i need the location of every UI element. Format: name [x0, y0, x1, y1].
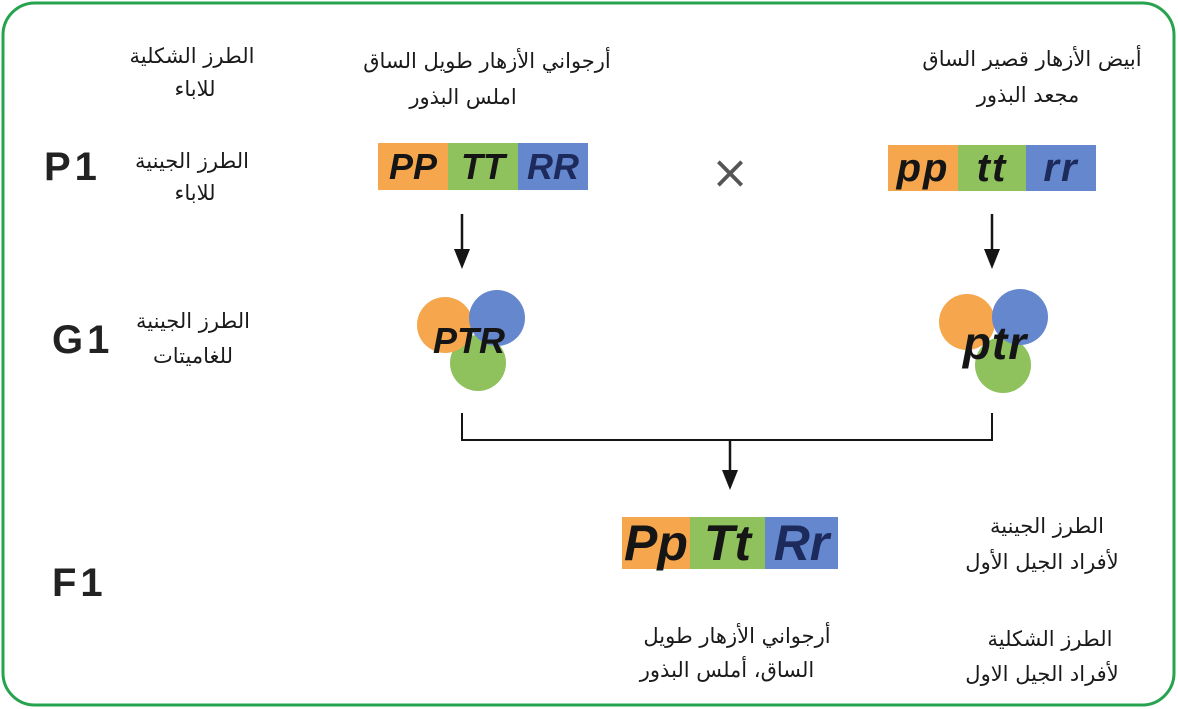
parents-phenotype-label: للاباء [174, 77, 216, 101]
parent1-down-arrow [454, 214, 470, 269]
parent1-phenotype: املس البذور [409, 85, 517, 109]
allele-pair: tt [958, 145, 1026, 191]
f1-genotype-label: الطرز الجينية [990, 514, 1104, 538]
allele-pair: rr [1026, 145, 1096, 191]
allele-pair: TT [448, 143, 518, 190]
arrow-head [722, 470, 738, 490]
gamete-green-circle [975, 337, 1031, 393]
parent2-phenotype: أبيض الأزهار قصير الساق [922, 47, 1142, 71]
f1-genotype-label: لأفراد الجيل الأول [965, 550, 1119, 574]
parent1-genotype-bar: PP TT RR [378, 143, 588, 190]
f1-phenotype: الساق، أملس البذور [639, 658, 815, 682]
f1-phenotype-label: الطرز الشكلية [987, 627, 1113, 651]
allele-pair: pp [888, 145, 958, 191]
parent2-phenotype: مجعد البذور [976, 83, 1080, 107]
parent1-gamete-circles [417, 290, 525, 391]
gametes-genotype-label: الطرز الجينية [136, 309, 250, 333]
arrow-head [454, 249, 470, 269]
parents-phenotype-label: الطرز الشكلية [129, 44, 255, 68]
arrow-head [984, 249, 1000, 269]
allele-pair: PP [378, 143, 448, 190]
f1-phenotype: أرجواني الأزهار طويل [643, 624, 831, 648]
f1-genotype-bar: Pp Tt Rr [622, 517, 838, 569]
cross-symbol: × [710, 145, 750, 199]
parent1-phenotype: أرجواني الأزهار طويل الساق [363, 49, 611, 73]
allele-pair: RR [518, 143, 588, 190]
parent1-gamete-label: PTR [433, 320, 505, 361]
parents-genotype-label: الطرز الجينية [135, 149, 249, 173]
generation-label-g1: G1 [52, 318, 114, 362]
parents-genotype-label: للاباء [174, 181, 216, 205]
parent2-gamete-label: ptr [962, 317, 1028, 369]
f1-down-arrow [722, 440, 738, 490]
allele-pair: Rr [765, 517, 838, 569]
generation-label-f1: F1 [52, 561, 107, 605]
gametes-join-bracket [461, 413, 993, 441]
gamete-orange-circle [939, 294, 995, 350]
allele-pair: Pp [622, 517, 690, 569]
parent2-gamete-circles [939, 289, 1048, 393]
parent2-genotype-bar: pp tt rr [888, 145, 1096, 191]
gamete-blue-circle [469, 290, 525, 346]
gametes-genotype-label: للغاميتات [153, 344, 233, 368]
allele-pair: Tt [690, 517, 765, 569]
gamete-green-circle [450, 335, 506, 391]
gamete-orange-circle [417, 297, 473, 353]
gamete-blue-circle [992, 289, 1048, 345]
parent2-down-arrow [984, 214, 1000, 269]
generation-label-p1: P1 [44, 145, 101, 189]
f1-phenotype-label: لأفراد الجيل الاول [965, 662, 1119, 686]
